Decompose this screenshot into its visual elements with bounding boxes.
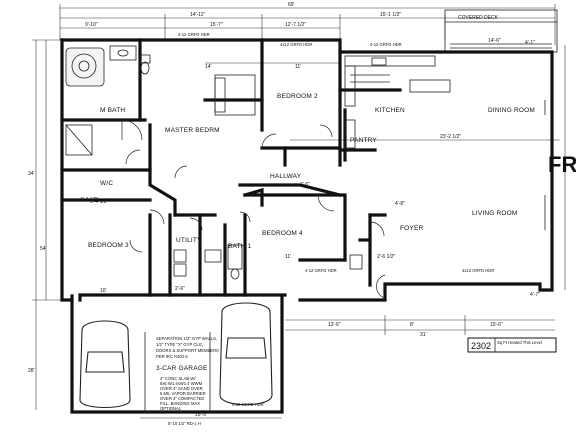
dim-ent: 4'-4 1/2": [80, 197, 99, 203]
gar-note-2: 1/2" TYPE "X" GYP CLG,: [156, 342, 203, 347]
slab-note-2: 6x6 W1.4xW1.4 WWM: [160, 381, 203, 386]
slab-note-6: FILL. BANDING MAX: [160, 401, 200, 406]
dim-hall: 23'-2 1/2": [440, 134, 461, 140]
room-kitchen: KITCHEN: [375, 107, 405, 114]
slab-note-3: OVER 4" SAND OVER: [160, 386, 203, 391]
notes: 4-12 GRFD HDR 4x12 GRFD HDR 4-12 GRFD HD…: [156, 32, 494, 426]
note-hdr1: 4-12 GRFD HDR: [178, 32, 210, 37]
dim-hall-w: 3'-6": [300, 182, 310, 188]
slab-note-1: 4" CONC SLAB W/: [160, 376, 196, 381]
dim-top-a: 14'-11": [190, 12, 205, 18]
room-dining: DINING ROOM: [488, 107, 535, 114]
room-bedroom4: BEDROOM 4: [262, 230, 303, 237]
door-swings: [121, 119, 386, 299]
dim-deck-w: 14'-6": [488, 38, 501, 44]
dim-bdr2: 11': [295, 64, 301, 70]
dim-gar-w: 15'-3": [195, 412, 208, 418]
dim-top-e: 15'-1 1/2": [380, 12, 401, 18]
room-bath1: BATH 1: [228, 243, 252, 250]
gar-note-1: SEPARATION 1/2" GYP WALLS,: [156, 336, 217, 341]
dim-bottom-d: 8': [410, 322, 414, 328]
sqft-text: 2302 Sq Ft Heated This Level: [471, 340, 542, 351]
room-master-bedrm: MASTER BEDRM: [165, 127, 220, 134]
room-pantry: PANTRY: [350, 137, 377, 144]
room-bedroom3: BEDROOM 3: [88, 242, 129, 249]
room-hallway: HALLWAY: [270, 173, 302, 180]
dim-right-b: 4'-7": [530, 292, 540, 298]
dim-left-c: 28': [28, 368, 35, 374]
dim-top-c: 15'-7": [210, 22, 223, 28]
dimension-labels: 69' 14'-11" 9'-10" 15'-7" 12'-7 1/2" 15'…: [28, 2, 540, 418]
dim-bottom-c: 31': [420, 332, 427, 338]
note-hdr3: 4-12 GRFD HDR: [370, 42, 402, 47]
dim-bottom-a: 13'-6": [328, 322, 341, 328]
slab-note-7: OPTIONAL: [160, 406, 182, 411]
room-foyer: FOYER: [400, 225, 423, 232]
dim-top-d: 12'-7 1/2": [285, 22, 306, 28]
fixtures: [65, 45, 546, 280]
note-hdr5: 4x12 GRFD HDR: [462, 268, 494, 273]
cut-text: FR: [548, 152, 576, 177]
slab-note-5: OVER 4" COMPACTED: [160, 396, 204, 401]
room-labels: M BATH MASTER BEDRM BEDROOM 2 KITCHEN DI…: [88, 15, 535, 372]
interior-walls: [60, 38, 402, 297]
dim-m-bdr: 14': [205, 64, 212, 70]
room-wic: W/C: [100, 180, 113, 187]
sqft-value: 2302: [471, 341, 491, 351]
dim-top-b: 9'-10": [85, 22, 98, 28]
garage-cars: [79, 302, 273, 412]
dim-top-total: 69': [288, 2, 295, 8]
exterior-walls: [60, 38, 554, 414]
gar-note-4: PER IRC R302.6: [156, 354, 188, 359]
room-utility: UTILITY: [176, 237, 202, 244]
dim-lv: 4'-8": [395, 201, 405, 207]
dim-util: 2'-6": [175, 286, 185, 292]
covered-deck-label: COVERED DECK: [458, 15, 499, 21]
note-beam: 4-12 GRFD HDR: [232, 402, 264, 407]
slab-note-4: 6 MIL VAPOR BARRIER: [160, 391, 206, 396]
gar-dim-note: 5'-10 1/2" RD-1 H: [168, 421, 201, 426]
dimension-lines: [32, 4, 566, 419]
room-garage: 3-CAR GARAGE: [156, 365, 208, 372]
sqft-caption: Sq Ft Heated This Level: [497, 340, 542, 345]
gar-note-3: DOORS & SUPPORT MEMBERS: [156, 348, 219, 353]
dim-b3: 10': [100, 288, 107, 294]
room-m-bath: M BATH: [100, 107, 125, 114]
dim-left-total: 34': [28, 171, 35, 177]
room-bedroom2: BEDROOM 2: [277, 93, 318, 100]
room-living: LIVING ROOM: [472, 210, 518, 217]
dim-right-a: 4'-1": [525, 40, 535, 46]
dim-foy: 2'-6 1/2": [377, 254, 396, 260]
note-hdr4: 4-12 GRFD HDR: [305, 268, 337, 273]
dim-left-b: 54': [40, 246, 47, 252]
dim-wic: 5'-4 1/2": [90, 199, 109, 205]
dim-bottom-b: 15'-6": [490, 322, 503, 328]
note-hdr2: 4x12 GRFD HDR: [280, 42, 312, 47]
dim-b4: 11': [285, 254, 291, 260]
sqft-box: [467, 337, 557, 353]
